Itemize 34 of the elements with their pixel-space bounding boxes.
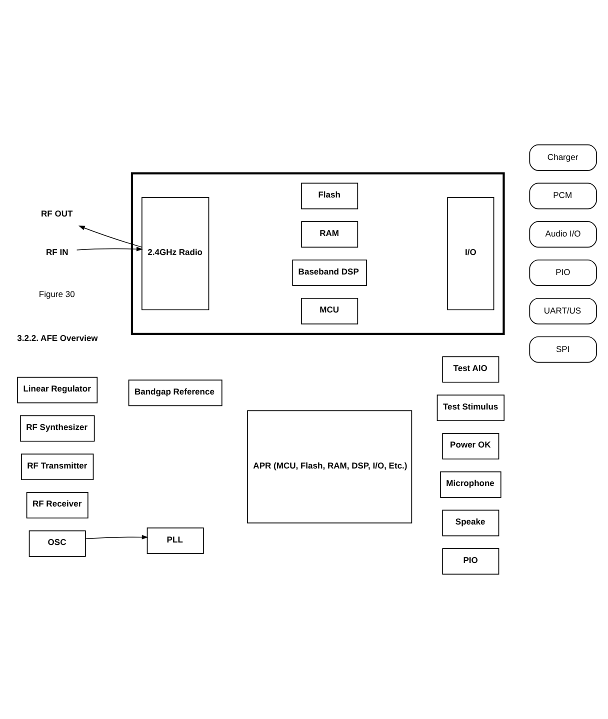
- node-box: PIO: [529, 260, 597, 286]
- label: Figure 30: [38, 289, 75, 300]
- node-box: Audio I/O: [529, 221, 597, 248]
- node-box: PLL: [146, 528, 204, 554]
- node-box: SPI: [529, 336, 597, 363]
- node-box: APR (MCU, Flash, RAM, DSP, I/O, Etc.): [247, 410, 412, 524]
- node-box: Speake: [442, 510, 500, 536]
- cluster: [130, 172, 505, 335]
- node-box: Flash: [301, 182, 358, 210]
- node-box: UART/US: [529, 298, 597, 324]
- node-text: RF OUT: [41, 208, 73, 219]
- arrow: [85, 534, 148, 540]
- node-text: RF IN: [46, 247, 68, 258]
- node-box: Test AIO: [442, 356, 500, 383]
- node-box: Charger: [529, 144, 597, 171]
- arrow: [78, 226, 142, 248]
- node-box: RF Transmitter: [21, 454, 94, 480]
- node-box: Baseband DSP: [292, 260, 367, 286]
- node-box: Bandgap Reference: [128, 380, 222, 406]
- node-box: Test Stimulus: [436, 394, 505, 422]
- node-box: I/O: [447, 197, 494, 310]
- node-box: RF Receiver: [26, 492, 88, 518]
- node-box: MCU: [301, 298, 358, 324]
- node-box: Microphone: [440, 471, 502, 498]
- node-box: PCM: [529, 182, 597, 210]
- arrow: [76, 246, 143, 252]
- node-box: RF Synthesizer: [20, 415, 95, 442]
- node-box: Linear Regulator: [17, 376, 98, 404]
- node-box: RAM: [301, 221, 358, 248]
- node-box: OSC: [28, 530, 86, 557]
- node-box: Power OK: [442, 433, 500, 460]
- node-box: PIO: [442, 548, 500, 575]
- label: 3.2.2. AFE Overview: [17, 333, 98, 344]
- node-box: 2.4GHz Radio: [142, 197, 210, 310]
